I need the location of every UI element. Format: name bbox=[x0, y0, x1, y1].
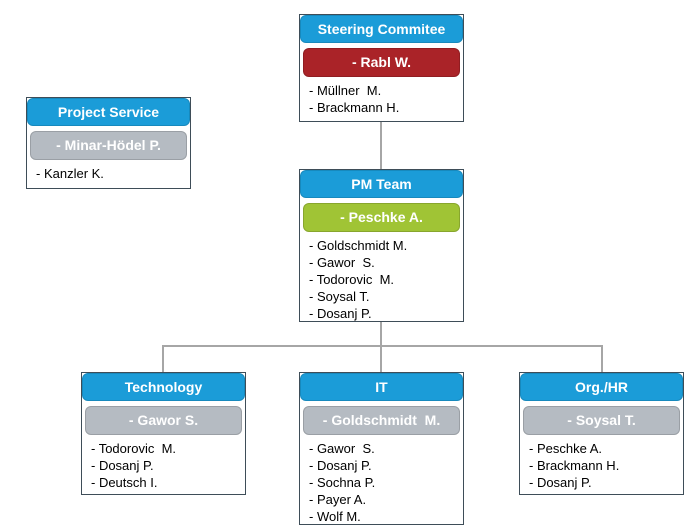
lead-bar: - Soysal T. bbox=[523, 406, 680, 435]
member-row: - Brackmann H. bbox=[309, 100, 400, 115]
member-list: - Kanzler K. bbox=[27, 160, 190, 182]
org-box-it: IT - Goldschmidt M. - Gawor S. - Dosanj … bbox=[299, 372, 464, 525]
member-list: - Peschke A. - Brackmann H. - Dosanj P. bbox=[520, 435, 683, 491]
connector-drop-it bbox=[380, 345, 382, 372]
connector-drop-technology bbox=[162, 345, 164, 372]
member-row: - Kanzler K. bbox=[36, 166, 104, 181]
org-box-technology: Technology - Gawor S. - Todorovic M. - D… bbox=[81, 372, 246, 495]
member-list: - Gawor S. - Dosanj P. - Sochna P. - Pay… bbox=[300, 435, 463, 525]
member-row: - Brackmann H. bbox=[529, 458, 620, 473]
org-box-pm-team: PM Team - Peschke A. - Goldschmidt M. - … bbox=[299, 169, 464, 322]
box-header-title: Steering Commitee bbox=[300, 15, 463, 43]
lead-bar: - Goldschmidt M. bbox=[303, 406, 460, 435]
connector-steering-to-pmteam bbox=[380, 122, 382, 169]
member-row: - Soysal T. bbox=[309, 289, 370, 304]
member-row: - Todorovic M. bbox=[309, 272, 395, 287]
box-header-title: PM Team bbox=[300, 170, 463, 198]
box-header-title: Technology bbox=[82, 373, 245, 401]
box-header-title: Org./HR bbox=[520, 373, 683, 401]
org-box-project-service: Project Service - Minar-Hödel P. - Kanzl… bbox=[26, 97, 191, 189]
member-row: - Gawor S. bbox=[309, 255, 375, 270]
connector-horizontal-rail bbox=[162, 345, 603, 347]
member-row: - Sochna P. bbox=[309, 475, 376, 490]
member-list: - Müllner M. - Brackmann H. bbox=[300, 77, 463, 116]
member-row: - Deutsch I. bbox=[91, 475, 158, 490]
member-row: - Dosanj P. bbox=[309, 458, 372, 473]
member-row: - Peschke A. bbox=[529, 441, 602, 456]
member-row: - Dosanj P. bbox=[529, 475, 592, 490]
member-row: - Payer A. bbox=[309, 492, 367, 507]
lead-bar: - Gawor S. bbox=[85, 406, 242, 435]
member-row: - Dosanj P. bbox=[91, 458, 154, 473]
member-row: - Müllner M. bbox=[309, 83, 382, 98]
member-list: - Goldschmidt M. - Gawor S. - Todorovic … bbox=[300, 232, 463, 322]
lead-bar: - Rabl W. bbox=[303, 48, 460, 77]
box-header-title: IT bbox=[300, 373, 463, 401]
lead-bar: - Minar-Hödel P. bbox=[30, 131, 187, 160]
org-box-org-hr: Org./HR - Soysal T. - Peschke A. - Brack… bbox=[519, 372, 684, 495]
connector-drop-orghr bbox=[601, 345, 603, 372]
connector-pmteam-stub bbox=[380, 322, 382, 347]
member-row: - Gawor S. bbox=[309, 441, 375, 456]
member-row: - Wolf M. bbox=[309, 509, 361, 524]
org-box-steering-commitee: Steering Commitee - Rabl W. - Müllner M.… bbox=[299, 14, 464, 122]
member-row: - Dosanj P. bbox=[309, 306, 372, 321]
member-list: - Todorovic M. - Dosanj P. - Deutsch I. bbox=[82, 435, 245, 491]
member-row: - Goldschmidt M. bbox=[309, 238, 408, 253]
box-header-title: Project Service bbox=[27, 98, 190, 126]
lead-bar: - Peschke A. bbox=[303, 203, 460, 232]
member-row: - Todorovic M. bbox=[91, 441, 177, 456]
